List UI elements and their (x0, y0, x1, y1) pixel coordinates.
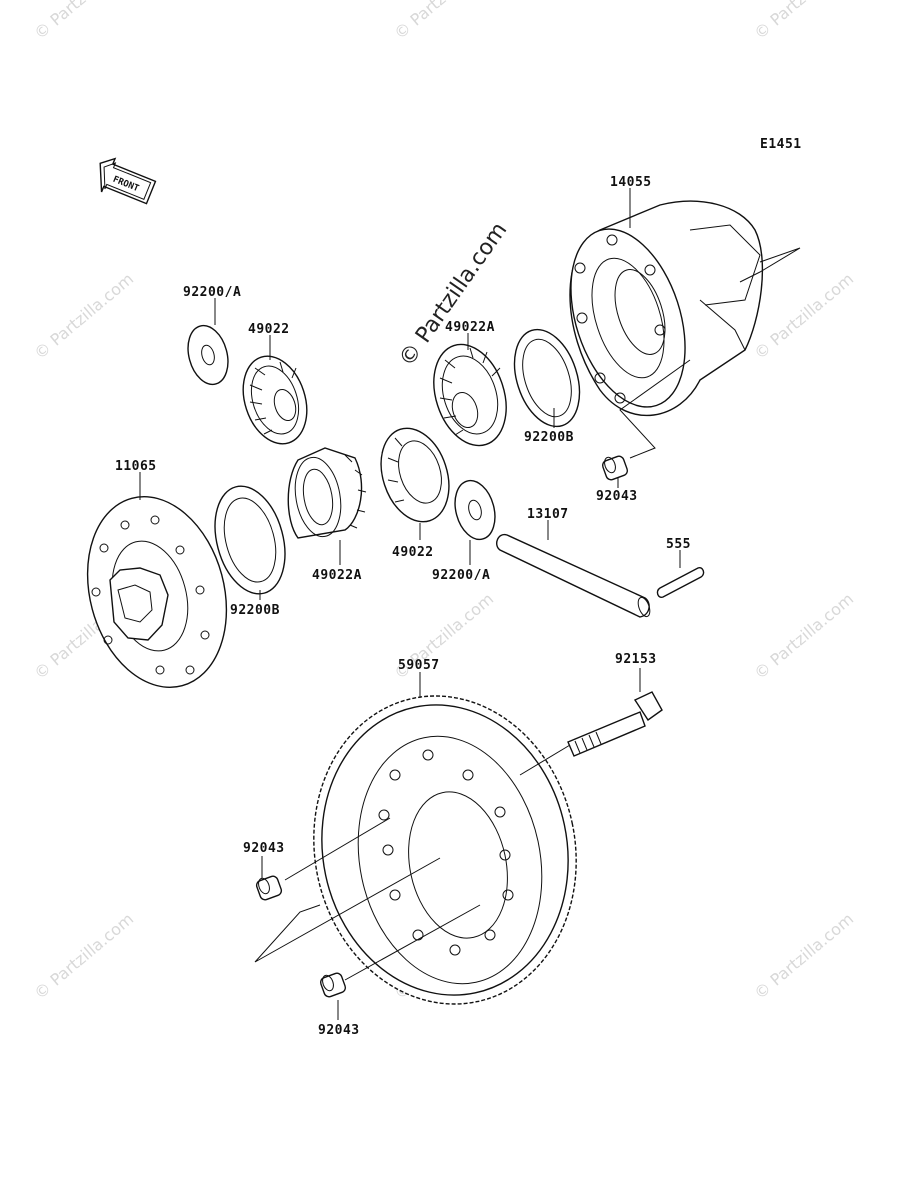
label-92043-bottom: 92043 (318, 1023, 360, 1038)
label-92200A-mid: 92200/A (432, 568, 490, 583)
bevel-gear-49022-mid (380, 427, 450, 523)
label-13107: 13107 (527, 507, 569, 522)
label-92043-left: 92043 (243, 841, 285, 856)
label-14055: 14055 (610, 175, 652, 190)
differential-case-half-11065 (86, 496, 228, 688)
label-49022A-mid: 49022A (312, 568, 362, 583)
bolt-92153 (567, 691, 663, 757)
label-92200B-right: 92200B (524, 430, 574, 445)
pinion-shaft-13107 (496, 533, 651, 618)
bevel-gear-49022-top (242, 355, 308, 445)
label-49022-top: 49022 (248, 322, 290, 337)
label-92153: 92153 (615, 652, 657, 667)
ring-gear-59057 (313, 695, 577, 1005)
label-49022A-top: 49022A (445, 320, 495, 335)
bevel-gear-49022A-top (433, 343, 507, 447)
watermark: © Partzilla.com (390, 0, 497, 43)
watermark: © Partzilla.com (750, 0, 857, 43)
label-92200A-top: 92200/A (183, 285, 241, 300)
differential-case (569, 200, 764, 417)
bevel-gear-49022A-mid (287, 447, 367, 539)
label-49022-mid: 49022 (392, 545, 434, 560)
leader-lines (139, 188, 801, 1020)
watermark: © Partzilla.com (30, 909, 137, 1003)
label-92043-right: 92043 (596, 489, 638, 504)
pin-555 (656, 566, 705, 599)
label-92200B-left: 92200B (230, 603, 280, 618)
front-arrow-icon: FRONT (99, 157, 157, 205)
part-labels: 14055 92200/A 49022 49022A 92200B 92043 … (115, 175, 691, 1038)
watermark: © Partzilla.com (750, 589, 857, 683)
watermark: © Partzilla.com (30, 269, 137, 363)
washer-92200B-left (214, 485, 286, 595)
watermark: © Partzilla.com (30, 0, 137, 43)
washer-92200B-right (513, 328, 581, 428)
label-11065: 11065 (115, 459, 157, 474)
label-555: 555 (666, 537, 691, 552)
label-59057: 59057 (398, 658, 440, 673)
watermark: © Partzilla.com (750, 909, 857, 1003)
washer-92200A-mid (454, 479, 496, 541)
dowel-pin-92043-bottom (319, 972, 347, 998)
diagram-code: E1451 (760, 137, 802, 152)
washer-92200A-top (187, 324, 229, 386)
dowel-pin-92043-left (255, 875, 283, 901)
dowel-pin-92043-right (601, 455, 629, 481)
watermark: © Partzilla.com (750, 269, 857, 363)
